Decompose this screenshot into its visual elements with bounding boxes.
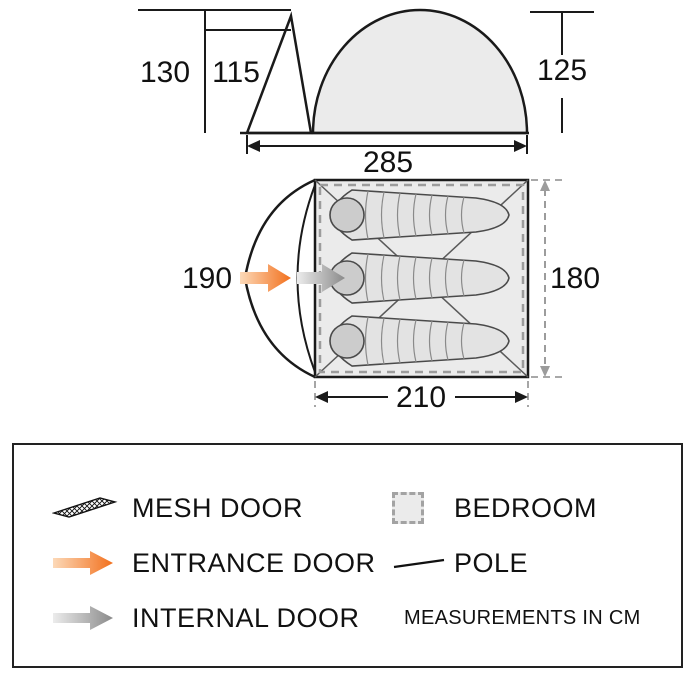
- dim-210-label: 210: [396, 381, 446, 414]
- dim-285-label: 285: [363, 146, 413, 175]
- dim-210-arrowhead-right: [515, 391, 528, 403]
- dim-190-label: 190: [182, 262, 232, 295]
- dim-180-arrowhead-top: [540, 180, 550, 191]
- dim-180-label: 180: [550, 262, 600, 295]
- dim-130-label: 130: [140, 56, 190, 89]
- legend-item-bedroom: BEDROOM: [392, 489, 681, 527]
- mesh-door-icon: [52, 496, 132, 520]
- measurements-note: MEASUREMENTS IN CM: [404, 606, 641, 629]
- dim-180-arrowhead-bottom: [540, 366, 550, 377]
- legend-panel: MESH DOOR BEDROOM ENTRANCE DOOR POLE: [12, 443, 683, 668]
- side-elevation-view: 130 115 125 285: [138, 8, 594, 175]
- bedroom-dome-profile: [311, 8, 529, 135]
- dim-115-label: 115: [212, 56, 260, 89]
- internal-door-arrow: [297, 264, 345, 292]
- dim-285-arrowhead-left: [247, 140, 260, 152]
- legend-item-mesh-door: MESH DOOR: [14, 489, 392, 527]
- bedroom-swatch-icon: [392, 492, 454, 524]
- pole-label: POLE: [454, 547, 529, 578]
- internal-door-arrow-icon: [52, 604, 132, 632]
- legend-item-entrance-door: ENTRANCE DOOR: [14, 544, 392, 582]
- floor-plan-view: 190 180 210: [182, 178, 600, 414]
- bedroom-label: BEDROOM: [454, 492, 598, 523]
- entrance-door-arrow: [240, 264, 291, 292]
- internal-door-label: INTERNAL DOOR: [132, 602, 360, 633]
- mesh-door-label: MESH DOOR: [132, 492, 304, 523]
- legend-item-internal-door: INTERNAL DOOR: [14, 599, 392, 637]
- pole-line-icon: [392, 555, 454, 571]
- legend-item-measurements-note: MEASUREMENTS IN CM: [392, 599, 681, 637]
- entrance-door-arrow-icon: [52, 549, 132, 577]
- dim-285-arrowhead-right: [514, 140, 527, 152]
- dim-125-label: 125: [537, 54, 587, 87]
- dim-210-arrowhead-left: [315, 391, 328, 403]
- legend-item-pole: POLE: [392, 544, 681, 582]
- entrance-door-label: ENTRANCE DOOR: [132, 547, 376, 578]
